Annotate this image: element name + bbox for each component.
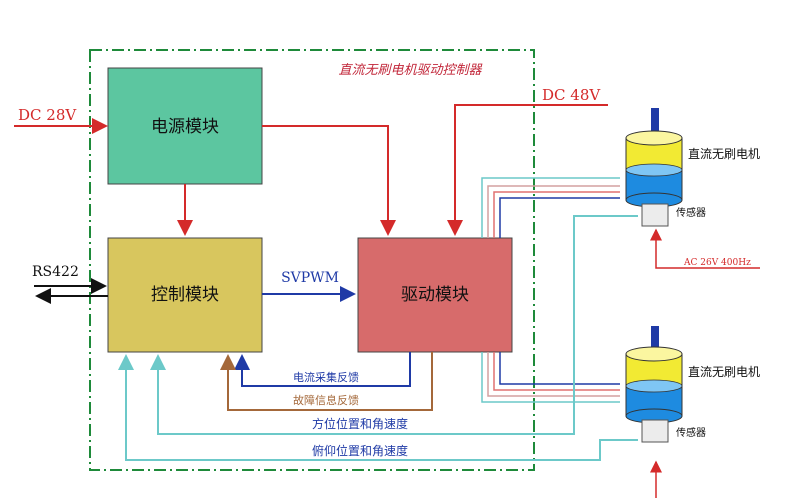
motor2-icon [625,326,683,443]
power-module-label: 电源模块 [151,117,219,137]
drive-module-label: 驱动模块 [401,285,469,305]
controller-title: 直流无刷电机驱动控制器 [338,63,482,78]
drive-module-box [357,237,513,353]
ac-input-arrow [650,228,760,269]
azimuth-feedback-label: 方位位置和角速度 [312,416,408,431]
fault-feedback-line [220,352,433,411]
pitch-feedback-line [118,354,638,461]
ac-input-label: AC 26V 400Hz [683,258,751,268]
drive-to-motor2-wires [481,352,620,403]
rs422-label: RS422 [32,264,79,280]
control-module-label: 控制模块 [151,285,219,305]
power-module-box [107,67,263,185]
drive-to-motor1-wires [481,177,620,238]
motor2-label: 直流无刷电机 [688,365,760,379]
svpwm-label: SVPWM [281,270,339,286]
fault-feedback-label: 故障信息反馈 [293,393,359,407]
motor1-label: 直流无刷电机 [688,147,760,161]
power-to-drive-arrow [262,125,396,236]
sensor2-label: 传感器 [676,426,706,439]
current-feedback-label: 电流采集反馈 [293,370,359,384]
dc48v-arrow [447,104,608,236]
dc28v-label: DC 28V [18,106,77,124]
motor1-icon [625,108,683,227]
pitch-feedback-label: 俯仰位置和角速度 [312,443,408,458]
current-feedback-line [234,352,411,387]
dc48v-label: DC 48V [542,86,601,104]
control-module-box [107,237,263,353]
sensor1-label: 传感器 [676,206,706,219]
controller-boundary [89,49,535,471]
azimuth-feedback-line [150,215,638,435]
